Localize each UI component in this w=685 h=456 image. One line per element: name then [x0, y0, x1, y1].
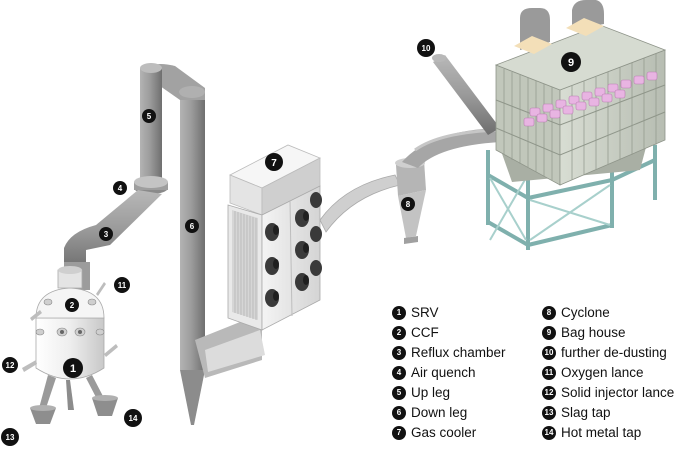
callout-7: 7 — [265, 153, 283, 171]
legend-label: Reflux chamber — [411, 345, 506, 360]
legend-item-down-leg: 6 Down leg — [392, 405, 467, 420]
svg-text:3: 3 — [104, 230, 109, 239]
callout-5: 5 — [142, 109, 156, 123]
legend-label: Solid injector lance — [561, 385, 675, 400]
legend-item-srv: 1 SRV — [392, 305, 439, 320]
legend-badge: 10 — [542, 345, 556, 360]
legend-label: Oxygen lance — [561, 365, 644, 380]
further-dedusting-pipe — [432, 54, 500, 135]
svg-text:11: 11 — [118, 281, 127, 290]
svg-text:2: 2 — [70, 301, 75, 310]
legend-label: Gas cooler — [411, 425, 477, 440]
legend-badge: 4 — [392, 365, 406, 380]
callout-3: 3 — [99, 227, 113, 241]
callout-10: 10 — [417, 39, 435, 57]
callout-14: 14 — [124, 409, 142, 427]
callout-8: 8 — [401, 197, 415, 211]
legend-label: further de-dusting — [561, 345, 667, 360]
legend-item-reflux-chamber: 3 Reflux chamber — [392, 345, 506, 360]
callouts: 1 2 3 4 5 6 7 8 9 10 11 12 13 14 — [1, 39, 581, 446]
svg-text:7: 7 — [271, 158, 277, 169]
legend-badge: 14 — [542, 425, 556, 440]
bag-house — [486, 0, 667, 250]
callout-9: 9 — [561, 52, 581, 72]
callout-13: 13 — [1, 428, 19, 446]
legend-item-oxygen-lance: 11 Oxygen lance — [542, 365, 644, 380]
legend-label: SRV — [411, 305, 439, 320]
callout-11: 11 — [114, 277, 130, 293]
duct-to-cyclone — [319, 174, 401, 233]
gas-cooler — [227, 144, 322, 331]
legend-badge: 1 — [392, 305, 406, 320]
svg-text:5: 5 — [147, 112, 152, 121]
legend-badge: 12 — [542, 385, 556, 400]
legend-item-bag-house: 9 Bag house — [542, 325, 626, 340]
svg-text:8: 8 — [406, 200, 411, 209]
legend-badge: 8 — [542, 305, 556, 320]
legend-label: Air quench — [411, 365, 476, 380]
svg-text:12: 12 — [6, 361, 15, 370]
legend-item-cyclone: 8 Cyclone — [542, 305, 610, 320]
legend-label: Cyclone — [561, 305, 610, 320]
legend-label: Up leg — [411, 385, 451, 400]
callout-12: 12 — [2, 357, 18, 373]
legend-item-hot-metal-tap: 14 Hot metal tap — [542, 425, 641, 440]
legend-badge: 13 — [542, 405, 556, 420]
legend-label: Slag tap — [561, 405, 611, 420]
legend-badge: 2 — [392, 325, 406, 340]
legend-item-slag-tap: 13 Slag tap — [542, 405, 611, 420]
legend-badge: 3 — [392, 345, 406, 360]
srv-vessel — [22, 266, 118, 424]
svg-text:6: 6 — [190, 222, 195, 231]
callout-1: 1 — [63, 358, 83, 378]
legend-item-solid-injector-lance: 12 Solid injector lance — [542, 385, 674, 400]
legend-badge: 9 — [542, 325, 556, 340]
callout-6: 6 — [185, 219, 199, 233]
legend-badge: 11 — [542, 365, 556, 380]
legend-item-gas-cooler: 7 Gas cooler — [392, 425, 476, 440]
svg-text:4: 4 — [118, 184, 123, 193]
legend-badge: 5 — [392, 385, 406, 400]
duct-to-baghouse — [402, 128, 501, 168]
callout-4: 4 — [113, 181, 127, 195]
legend-label: Hot metal tap — [561, 425, 642, 440]
legend-item-up-leg: 5 Up leg — [392, 385, 450, 400]
svg-text:1: 1 — [70, 363, 76, 375]
legend-label: Bag house — [561, 325, 626, 340]
legend-item-ccf: 2 CCF — [392, 325, 439, 340]
duct-to-cooler — [195, 318, 265, 378]
legend-label: CCF — [411, 325, 439, 340]
legend-badge: 6 — [392, 405, 406, 420]
svg-text:9: 9 — [568, 57, 574, 69]
svg-text:14: 14 — [129, 414, 138, 423]
svg-text:13: 13 — [6, 433, 15, 442]
legend-item-air-quench: 4 Air quench — [392, 365, 476, 380]
legend-badge: 7 — [392, 425, 406, 440]
callout-2: 2 — [65, 298, 79, 312]
legend-label: Down leg — [411, 405, 468, 420]
legend-item-further-dedusting: 10 further de-dusting — [542, 345, 667, 360]
svg-text:10: 10 — [422, 44, 431, 53]
